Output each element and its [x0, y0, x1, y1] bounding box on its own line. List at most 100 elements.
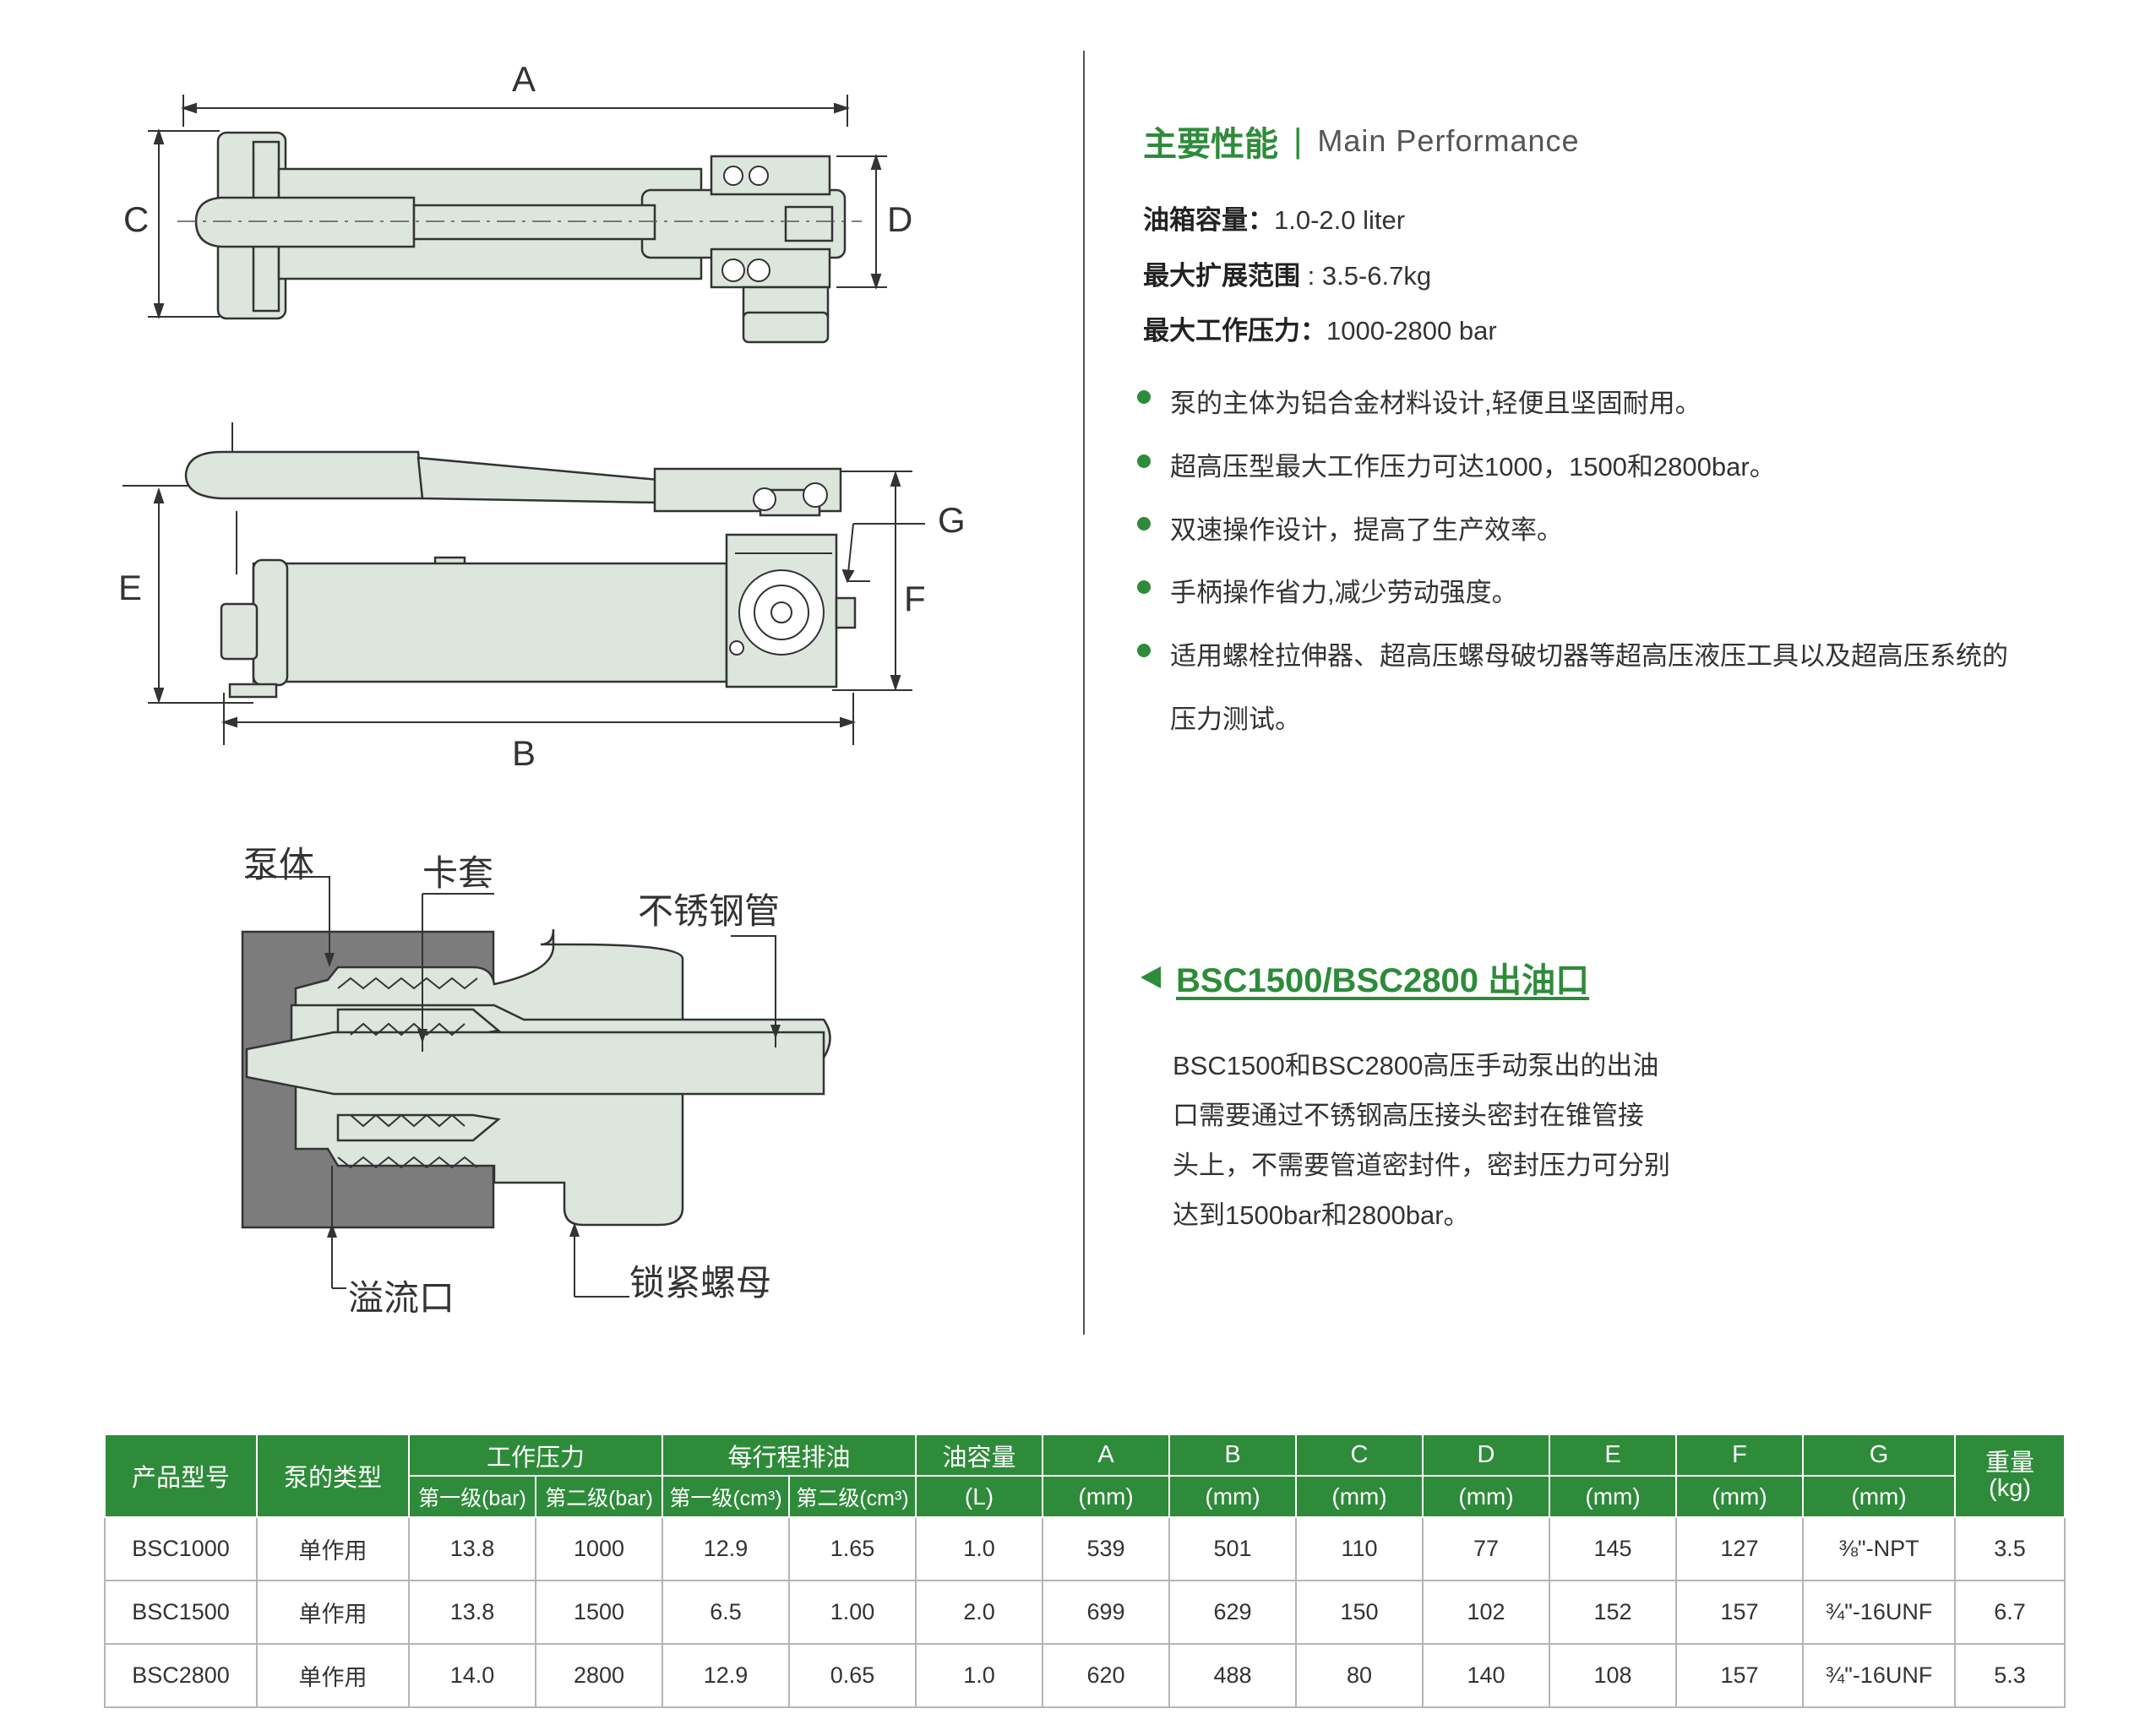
feature-bullet: 适用螺栓拉伸器、超高压螺母破切器等超高压液压工具以及超高压系统的: [1170, 641, 2008, 671]
part-label-pump-body: 泵体: [243, 845, 315, 884]
dim-label-a: A: [512, 59, 536, 99]
cell-c: 150: [1295, 1580, 1424, 1645]
col-e: E: [1549, 1434, 1678, 1477]
title-separator: |: [1293, 122, 1303, 160]
unit-mm: (mm): [1549, 1475, 1678, 1518]
cell-a: 620: [1042, 1643, 1171, 1708]
performance-title-cn: 主要性能: [1143, 126, 1278, 163]
spec-max-pressure: 最大工作压力：1000-2800 bar: [1143, 316, 1497, 346]
col-stage2-bar: 第二级(bar): [534, 1475, 664, 1518]
part-label-overflow-port: 溢流口: [348, 1278, 455, 1318]
col-oil-capacity: 油容量: [915, 1434, 1044, 1477]
cell-a: 539: [1042, 1516, 1171, 1581]
outlet-heading: BSC1500/BSC2800 出油口: [1141, 953, 1589, 1002]
bullet-dot: [1137, 390, 1151, 404]
part-label-ferrule: 卡套: [422, 853, 494, 893]
cell-oil-capacity: 1.0: [915, 1516, 1044, 1581]
table-subheader-row: 第一级(bar) 第二级(bar) 第一级(cm³) 第二级(cm³) (L) …: [105, 1475, 2065, 1518]
col-c: C: [1295, 1434, 1424, 1477]
outlet-title: BSC1500/BSC2800 出油口: [1176, 962, 1590, 999]
part-label-lock-nut: 锁紧螺母: [629, 1263, 772, 1303]
cell-weight: 3.5: [1954, 1516, 2066, 1581]
outlet-cross-section-drawing: [241, 876, 831, 1298]
pump-side-view-drawing: [122, 422, 925, 745]
outlet-description-line: BSC1500和BSC2800高压手动泵出的出油: [1173, 1051, 1659, 1080]
performance-title-en: Main Performance: [1317, 123, 1580, 158]
cell-b: 488: [1168, 1643, 1298, 1708]
bullet-dot: [1137, 580, 1151, 594]
cell-e: 152: [1549, 1580, 1678, 1645]
cell-stage2-cm3: 1.00: [788, 1580, 917, 1645]
feature-bullet-continuation: 压力测试。: [1170, 705, 1301, 734]
col-model: 产品型号: [104, 1434, 258, 1518]
vertical-divider: [1083, 51, 1085, 1335]
col-working-pressure: 工作压力: [407, 1434, 664, 1477]
unit-mm: (mm): [1675, 1475, 1805, 1518]
table-row: BSC1000 单作用 13.8 1000 12.9 1.65 1.0 539 …: [104, 1516, 2066, 1581]
col-d: D: [1422, 1434, 1551, 1477]
unit-mm: (mm): [1802, 1475, 1957, 1518]
cell-c: 110: [1295, 1516, 1424, 1581]
col-a: A: [1042, 1434, 1171, 1477]
cell-stage2-bar: 2800: [534, 1643, 664, 1708]
feature-bullet: 双速操作设计，提高了生产效率。: [1170, 515, 1563, 545]
cell-stage1-cm3: 12.9: [662, 1643, 791, 1708]
cell-e: 145: [1549, 1516, 1678, 1581]
table-row: BSC2800 单作用 14.0 2800 12.9 0.65 1.0 620 …: [104, 1643, 2066, 1708]
col-pump-type: 泵的类型: [256, 1434, 410, 1518]
cell-stage2-cm3: 1.65: [788, 1516, 917, 1581]
cell-stage2-bar: 1000: [534, 1516, 664, 1581]
cell-stage2-bar: 1500: [534, 1580, 664, 1645]
cell-stage1-cm3: 6.5: [662, 1580, 791, 1645]
cell-f: 157: [1675, 1643, 1805, 1708]
cell-g: ¾"-16UNF: [1802, 1580, 1957, 1645]
col-oil-per-stroke: 每行程排油: [662, 1434, 917, 1477]
unit-mm: (mm): [1295, 1475, 1424, 1518]
cell-d: 77: [1422, 1516, 1551, 1581]
col-stage2-cm3: 第二级(cm³): [788, 1475, 917, 1518]
part-label-steel-pipe: 不锈钢管: [638, 891, 781, 931]
pump-top-view-drawing: [148, 95, 887, 344]
cell-d: 102: [1422, 1580, 1551, 1645]
col-f: F: [1675, 1434, 1805, 1477]
col-b: B: [1168, 1434, 1298, 1477]
cell-stage1-bar: 13.8: [408, 1516, 536, 1581]
cell-pump-type: 单作用: [256, 1643, 410, 1708]
col-weight: 重量(kg): [1954, 1434, 2066, 1518]
col-g: G: [1802, 1434, 1957, 1477]
col-stage1-cm3: 第一级(cm³): [662, 1475, 791, 1518]
performance-heading: 主要性能 | Main Performance: [1143, 115, 1580, 167]
unit-mm: (mm): [1168, 1475, 1298, 1518]
unit-mm: (mm): [1042, 1475, 1171, 1518]
table-row: BSC1500 单作用 13.8 1500 6.5 1.00 2.0 699 6…: [104, 1580, 2066, 1645]
cell-oil-capacity: 1.0: [915, 1643, 1044, 1708]
feature-bullet: 泵的主体为铝合金材料设计,轻便且坚固耐用。: [1170, 389, 1701, 418]
bullet-dot: [1137, 454, 1151, 468]
cell-c: 80: [1295, 1643, 1424, 1708]
cell-pump-type: 单作用: [256, 1580, 410, 1645]
cell-weight: 5.3: [1954, 1643, 2066, 1708]
cell-model: BSC1500: [104, 1580, 258, 1645]
cell-g: ⅜"-NPT: [1802, 1516, 1957, 1581]
cell-f: 127: [1675, 1516, 1805, 1581]
bullet-dot: [1137, 517, 1151, 531]
outlet-description-line: 达到1500bar和2800bar。: [1173, 1200, 1470, 1230]
unit-l: (L): [915, 1475, 1044, 1518]
triangle-left-icon: [1141, 966, 1161, 988]
cell-b: 629: [1168, 1580, 1298, 1645]
cell-stage1-cm3: 12.9: [662, 1516, 791, 1581]
product-spec-table: 产品型号 泵的类型 工作压力 每行程排油 油容量 A B C D E F G 重…: [104, 1434, 2066, 1708]
outlet-description-line: 头上，不需要管道密封件，密封压力可分别: [1173, 1151, 1670, 1180]
dim-label-c: C: [123, 199, 150, 239]
cell-model: BSC2800: [104, 1643, 258, 1708]
cell-model: BSC1000: [104, 1516, 258, 1581]
col-stage1-bar: 第一级(bar): [408, 1475, 536, 1518]
spec-tank-capacity: 油箱容量：1.0-2.0 liter: [1143, 205, 1406, 235]
cell-oil-capacity: 2.0: [915, 1580, 1044, 1645]
cell-a: 699: [1042, 1580, 1171, 1645]
cell-g: ¾"-16UNF: [1802, 1643, 1957, 1708]
dim-label-b: B: [512, 733, 536, 773]
cell-e: 108: [1549, 1643, 1678, 1708]
cell-stage2-cm3: 0.65: [788, 1643, 917, 1708]
cell-d: 140: [1422, 1643, 1551, 1708]
